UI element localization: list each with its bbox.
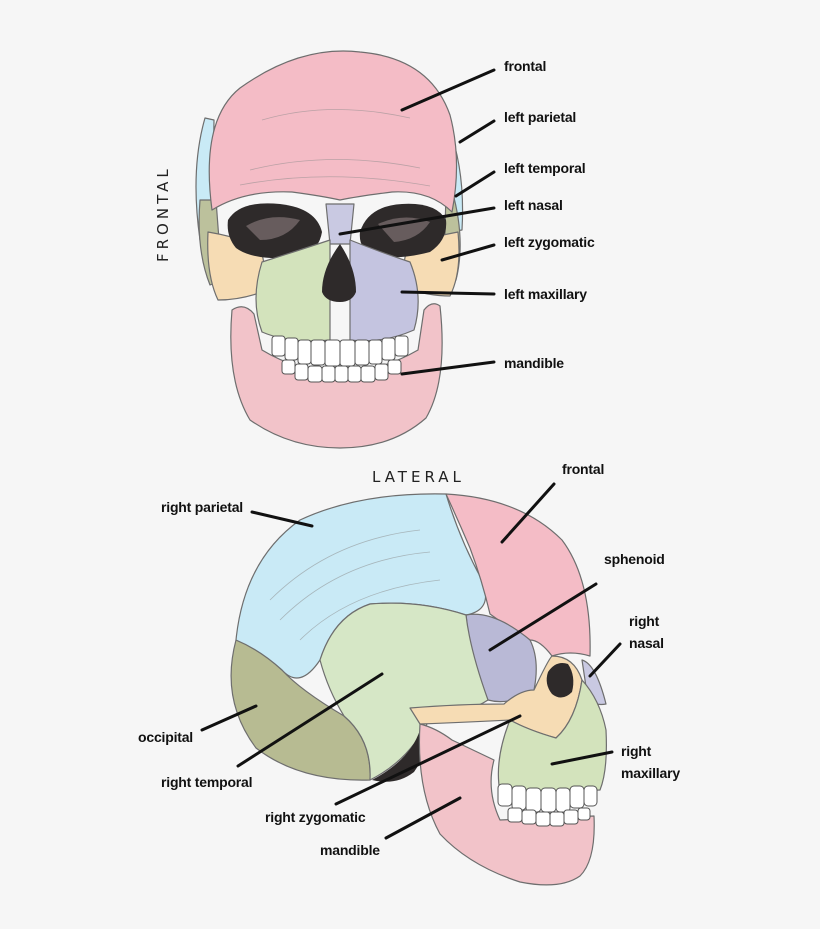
leader-right-temporal (236, 672, 384, 768)
lateral-orbit (546, 663, 574, 698)
label-left-nasal: left nasal (504, 197, 563, 213)
frontal-view-title: FRONTAL (154, 165, 172, 262)
leader-left-parietal (458, 119, 496, 144)
frontal-view: FRONTAL frontal left parietal left tempo… (154, 50, 595, 449)
lateral-frontal (445, 493, 591, 657)
label-right-maxillary-line1: right (621, 743, 652, 759)
leader-right-zygomatic (334, 714, 522, 806)
label-right-parietal: right parietal (161, 499, 243, 515)
frontal-nasal-bones (325, 203, 355, 245)
lateral-view-title: LATERAL (372, 468, 465, 486)
label-right-maxillary-line2: maxillary (621, 765, 680, 781)
leader-left-zygomatic (440, 243, 496, 262)
label-right-temporal: right temporal (161, 774, 252, 790)
label-left-zygomatic: left zygomatic (504, 234, 595, 250)
frontal-bone (208, 50, 458, 213)
lateral-lower-teeth (507, 807, 591, 827)
leader-occipital (200, 704, 258, 732)
label-occipital: occipital (138, 729, 193, 745)
leader-mandible-lateral (384, 796, 462, 840)
label-right-zygomatic: right zygomatic (265, 809, 366, 825)
label-mandible-frontal: mandible (504, 355, 564, 371)
frontal-hatching (239, 109, 431, 187)
lateral-parietal-hatching (269, 529, 441, 641)
leader-right-nasal (588, 642, 622, 678)
leader-mandible-frontal (400, 360, 496, 376)
leader-frontal-lateral (500, 482, 556, 544)
label-right-nasal-line2: nasal (629, 635, 664, 651)
lateral-upper-teeth (497, 783, 598, 813)
label-frontal: frontal (504, 58, 546, 74)
leader-right-maxillary (550, 750, 614, 766)
frontal-lower-teeth (281, 359, 402, 383)
lateral-view: LATERAL (138, 461, 681, 886)
label-left-temporal: left temporal (504, 160, 585, 176)
label-left-parietal: left parietal (504, 109, 576, 125)
leader-left-temporal (454, 170, 496, 198)
lateral-mandible (418, 723, 595, 886)
label-left-maxillary: left maxillary (504, 286, 587, 302)
leader-right-parietal (250, 510, 314, 528)
frontal-nasal-cavity (322, 244, 356, 302)
leader-left-maxillary (400, 290, 496, 296)
leader-frontal (400, 68, 496, 112)
leader-left-nasal (338, 206, 496, 236)
label-right-nasal-line1: right (629, 613, 660, 629)
lateral-parietal (235, 493, 487, 679)
label-sphenoid: sphenoid (604, 551, 665, 567)
lateral-maxillary (497, 679, 607, 793)
label-mandible-lateral: mandible (320, 842, 380, 858)
leader-sphenoid (488, 582, 598, 652)
label-frontal-lateral: frontal (562, 461, 604, 477)
